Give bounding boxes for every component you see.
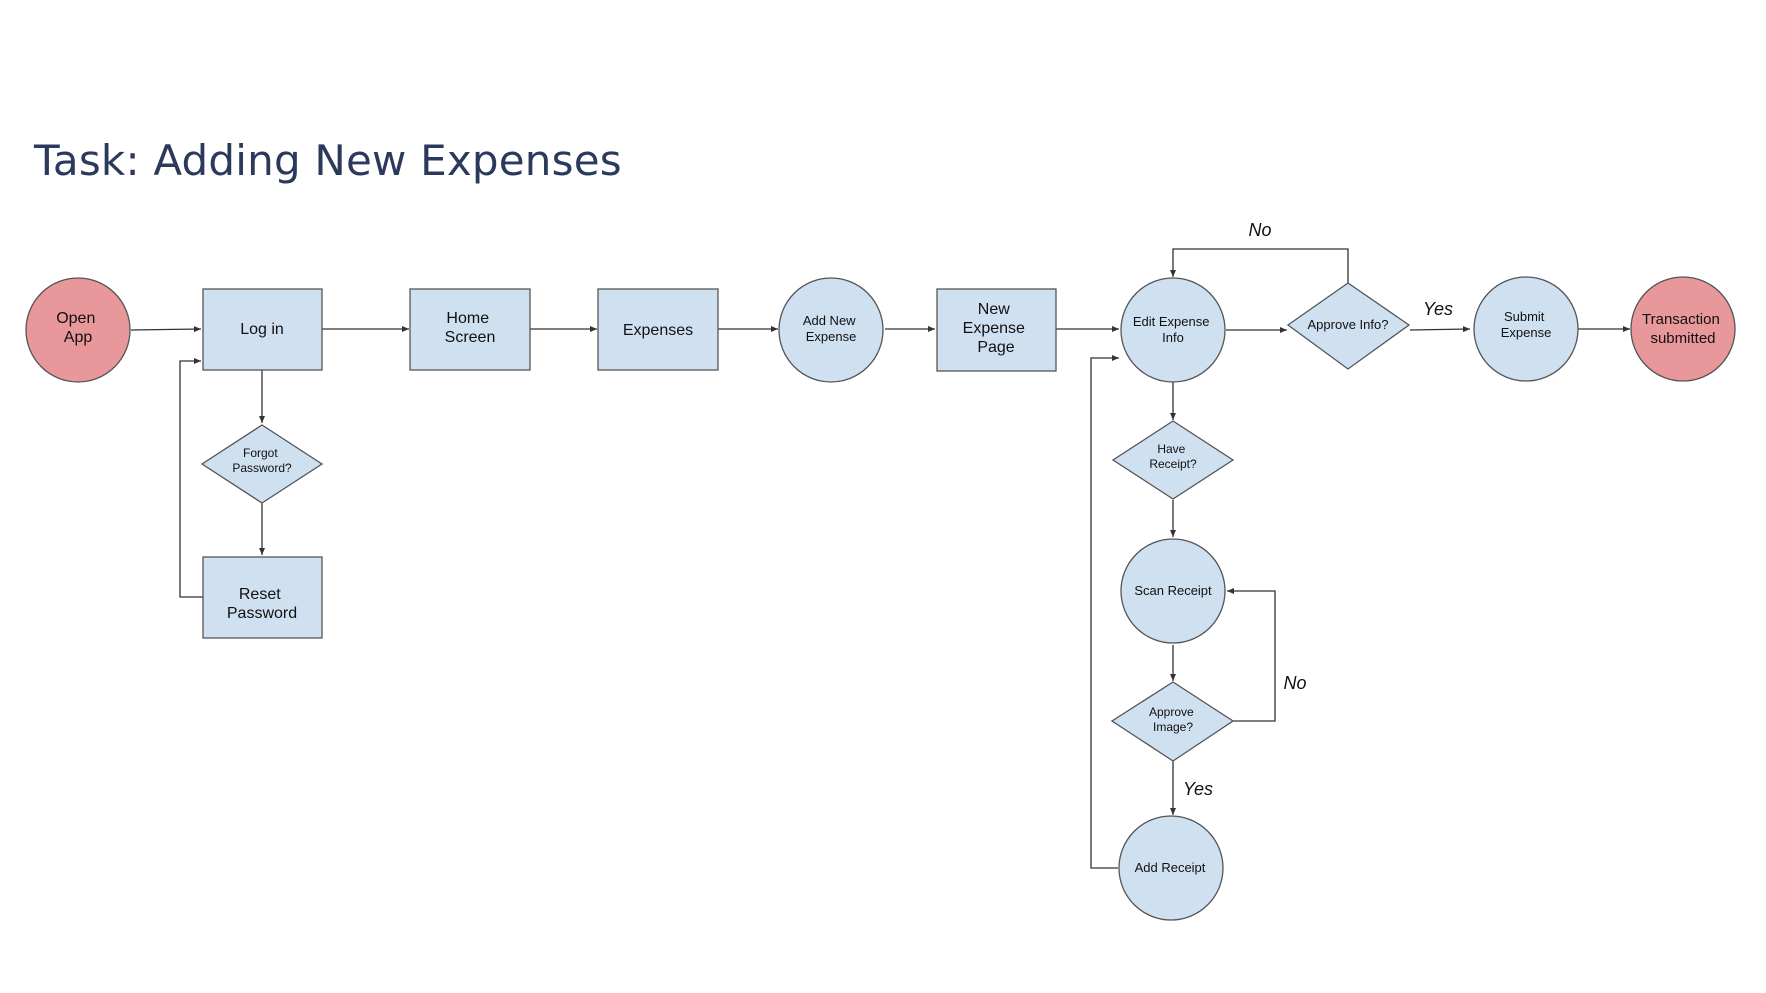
node-forgot-password-line2: Password? <box>232 461 292 475</box>
edge-approveinfo-no <box>1170 248 1349 283</box>
edge-open-to-login <box>130 326 202 333</box>
label-info-yes: Yes <box>1423 299 1453 319</box>
node-approve-info-line1: Approve Info? <box>1308 317 1389 332</box>
svg-text:Transaction submitted: Transaction submitted <box>1642 311 1724 347</box>
node-home-screen-line1: Home <box>446 310 489 327</box>
node-scan-receipt-line1: Scan Receipt <box>1134 583 1212 598</box>
svg-text:Add Receipt: Add Receipt <box>1135 860 1206 875</box>
node-new-expense-page-line2: Expense <box>963 320 1025 337</box>
node-add-new-expense-line2: Expense <box>806 329 857 344</box>
node-have-receipt: Have Receipt? <box>1111 420 1235 500</box>
node-open-app-line1: Open <box>56 310 95 327</box>
node-have-receipt-line1: Have <box>1157 442 1185 456</box>
node-forgot-password: Forgot Password? <box>200 424 324 504</box>
node-add-new-expense: Add New Expense <box>778 277 884 383</box>
edge-reset-to-login <box>179 358 203 598</box>
node-transaction-submitted-line1: Transaction <box>1642 311 1720 328</box>
svg-text:Log in: Log in <box>240 321 284 338</box>
node-forgot-password-line1: Forgot <box>243 446 278 460</box>
node-open-app: Open App <box>25 277 131 383</box>
svg-text:Approve Info?: Approve Info? <box>1308 317 1389 332</box>
node-add-receipt-line1: Add Receipt <box>1135 860 1206 875</box>
node-new-expense-page: New Expense Page <box>936 288 1057 372</box>
node-reset-password: Reset Password <box>202 556 323 639</box>
node-reset-password-line2: Password <box>227 605 297 622</box>
label-image-no: No <box>1283 673 1306 693</box>
node-approve-image-line1: Approve <box>1149 705 1194 719</box>
node-transaction-submitted: Transaction submitted <box>1630 276 1736 382</box>
page-title: Task: Adding New Expenses <box>34 136 622 185</box>
svg-text:Have Receipt?: Have Receipt? <box>1149 442 1197 471</box>
node-home-screen-line2: Screen <box>445 329 496 346</box>
svg-text:Home Screen: Home Screen <box>445 310 496 346</box>
node-reset-password-line1: Reset <box>239 586 281 603</box>
node-open-app-line2: App <box>64 329 93 346</box>
node-home-screen: Home Screen <box>409 288 531 371</box>
node-expenses-line1: Expenses <box>623 322 693 339</box>
svg-text:Open App: Open App <box>56 310 100 346</box>
label-info-no: No <box>1248 220 1271 240</box>
node-scan-receipt: Scan Receipt <box>1120 538 1226 644</box>
node-edit-expense-info-line1: Edit Expense <box>1133 314 1210 329</box>
node-expenses: Expenses <box>597 288 719 371</box>
node-transaction-submitted-line2: submitted <box>1650 330 1715 347</box>
svg-text:Edit Expense Info: Edit Expense Info <box>1133 314 1213 345</box>
edge-approveimage-no <box>1227 588 1276 722</box>
svg-text:Approve Image?: Approve Image? <box>1149 705 1197 734</box>
node-approve-image: Approve Image? <box>1110 681 1235 762</box>
edge-addreceipt-to-edit <box>1090 355 1119 869</box>
label-image-yes: Yes <box>1183 779 1213 799</box>
node-approve-image-line2: Image? <box>1153 720 1193 734</box>
svg-text:Submit Expense: Submit Expense <box>1501 309 1552 340</box>
node-submit-expense: Submit Expense <box>1473 276 1579 382</box>
node-submit-expense-line1: Submit <box>1504 309 1545 324</box>
svg-text:Forgot Password?: Forgot Password? <box>232 446 292 475</box>
node-log-in: Log in <box>202 288 323 371</box>
node-submit-expense-line2: Expense <box>1501 325 1552 340</box>
edge-approveinfo-yes <box>1409 326 1471 333</box>
node-new-expense-page-line3: Page <box>977 339 1014 356</box>
svg-text:Scan Receipt: Scan Receipt <box>1134 583 1212 598</box>
node-approve-info: Approve Info? <box>1286 282 1411 370</box>
node-add-receipt: Add Receipt <box>1118 815 1224 921</box>
node-have-receipt-line2: Receipt? <box>1149 457 1197 471</box>
svg-text:New Expense Page: New Expense Page <box>963 301 1030 356</box>
svg-text:Expenses: Expenses <box>623 322 693 339</box>
node-new-expense-page-line1: New <box>978 301 1010 318</box>
node-edit-expense-info: Edit Expense Info <box>1120 277 1226 383</box>
node-log-in-line1: Log in <box>240 321 284 338</box>
svg-text:Add New Expense: Add New Expense <box>803 313 859 344</box>
node-add-new-expense-line1: Add New <box>803 313 856 328</box>
connectors <box>130 248 1630 869</box>
node-edit-expense-info-line2: Info <box>1162 330 1184 345</box>
svg-text:Reset Password: Reset Password <box>227 586 297 622</box>
